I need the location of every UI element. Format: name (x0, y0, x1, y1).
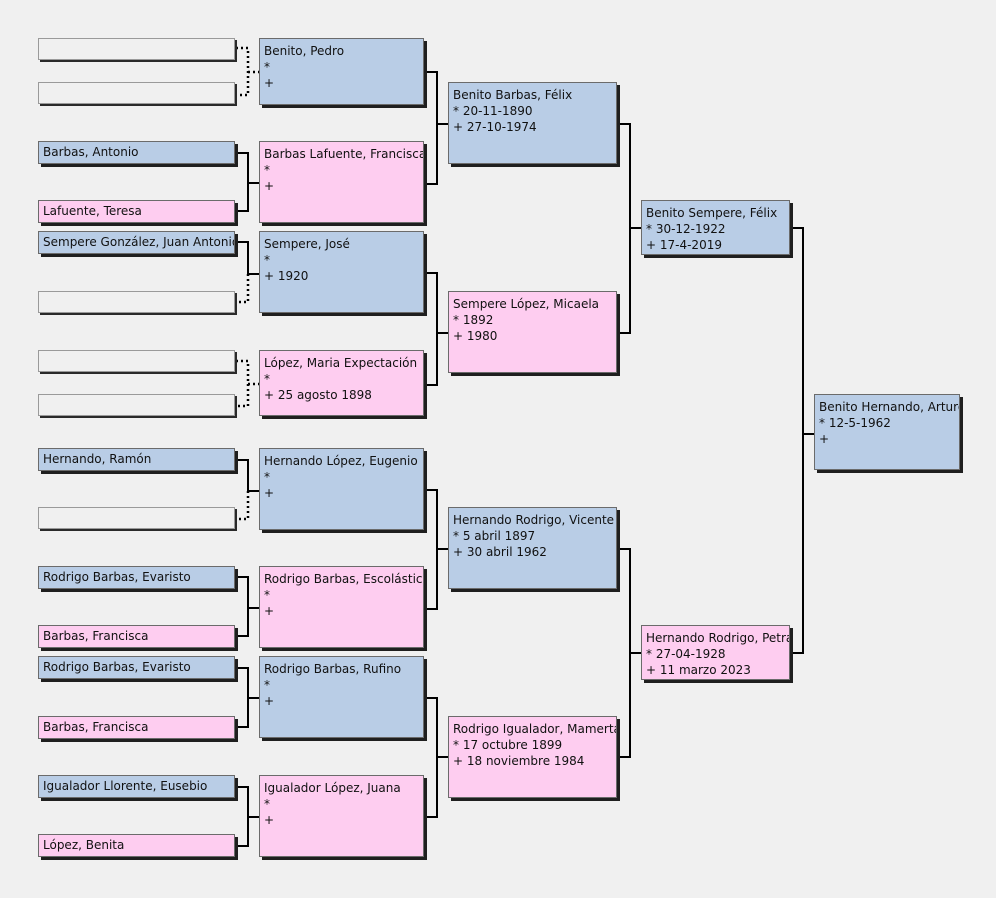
ancestor-box[interactable]: Sempere González, Juan Antonio (38, 231, 235, 254)
person-box-great-grandparent[interactable]: Barbas Lafuente, Francisca * + (259, 141, 424, 223)
empty-ancestor-slot[interactable] (38, 38, 235, 60)
person-name: Igualador López, Juana (264, 781, 401, 795)
person-death: + 11 marzo 2023 (646, 663, 751, 677)
person-box-grandparent[interactable]: Hernando Rodrigo, Vicente * 5 abril 1897… (448, 507, 617, 589)
person-name: Benito Hernando, Arturo (819, 400, 960, 414)
person-name: López, Benita (43, 838, 125, 852)
person-name: Hernando López, Eugenio (264, 454, 418, 468)
person-name: Benito, Pedro (264, 44, 345, 58)
person-name: Hernando Rodrigo, Vicente (453, 513, 615, 527)
person-death: + (264, 813, 275, 827)
person-box-grandparent[interactable]: Benito Barbas, Félix * 20-11-1890 + 27-1… (448, 82, 617, 164)
person-box-father[interactable]: Benito Sempere, Félix * 30-12-1922 + 17-… (641, 200, 790, 255)
person-death: + (264, 486, 275, 500)
person-death: + (264, 179, 275, 193)
ancestor-box[interactable]: Barbas, Francisca (38, 716, 235, 739)
empty-ancestor-slot[interactable] (38, 507, 235, 529)
person-name: Barbas, Francisca (43, 629, 149, 643)
empty-ancestor-slot[interactable] (38, 350, 235, 372)
person-name: Sempere, José (264, 237, 350, 251)
person-box-grandparent[interactable]: Sempere López, Micaela * 1892 + 1980 (448, 291, 617, 373)
person-name: Barbas Lafuente, Francisca (264, 147, 424, 161)
ancestor-box[interactable]: Rodrigo Barbas, Evaristo (38, 566, 235, 589)
person-birth: * (264, 163, 270, 177)
person-name: Lafuente, Teresa (43, 204, 142, 218)
person-birth: * (264, 253, 270, 267)
person-death: + (264, 694, 275, 708)
person-death: + 18 noviembre 1984 (453, 754, 585, 768)
person-death: + (264, 76, 275, 90)
person-box-great-grandparent[interactable]: Rodrigo Barbas, Rufino * + (259, 656, 424, 738)
person-name: López, Maria Expectación (264, 356, 418, 370)
ancestor-box[interactable]: Hernando, Ramón (38, 448, 235, 471)
person-name: Rodrigo Barbas, Evaristo (43, 570, 191, 584)
ancestor-box[interactable]: Lafuente, Teresa (38, 200, 235, 223)
person-box-root[interactable]: Benito Hernando, Arturo * 12-5-1962 + (814, 394, 960, 470)
empty-ancestor-slot[interactable] (38, 394, 235, 416)
person-birth: * 5 abril 1897 (453, 529, 536, 543)
ancestor-box[interactable]: Barbas, Francisca (38, 625, 235, 648)
person-name: Igualador Llorente, Eusebio (43, 779, 208, 793)
empty-ancestor-slot[interactable] (38, 82, 235, 104)
person-death: + (819, 432, 830, 446)
person-birth: * 12-5-1962 (819, 416, 891, 430)
person-name: Rodrigo Igualador, Mamerta (453, 722, 617, 736)
person-name: Sempere López, Micaela (453, 297, 600, 311)
person-birth: * 20-11-1890 (453, 104, 533, 118)
person-name: Hernando, Ramón (43, 452, 152, 466)
person-box-grandparent[interactable]: Rodrigo Igualador, Mamerta * 17 octubre … (448, 716, 617, 798)
ancestor-box[interactable]: López, Benita (38, 834, 235, 857)
person-box-mother[interactable]: Hernando Rodrigo, Petra * 27-04-1928 + 1… (641, 625, 790, 680)
person-birth: * (264, 797, 270, 811)
person-box-great-grandparent[interactable]: López, Maria Expectación * + 25 agosto 1… (259, 350, 424, 416)
person-death: + 25 agosto 1898 (264, 388, 372, 402)
person-death: + (264, 604, 275, 618)
person-birth: * (264, 372, 270, 386)
person-death: + 1920 (264, 269, 309, 283)
person-box-great-grandparent[interactable]: Hernando López, Eugenio * + (259, 448, 424, 530)
person-birth: * (264, 470, 270, 484)
person-name: Benito Sempere, Félix (646, 206, 778, 220)
person-birth: * (264, 678, 270, 692)
person-death: + 1980 (453, 329, 498, 343)
person-box-great-grandparent[interactable]: Igualador López, Juana * + (259, 775, 424, 857)
person-name: Barbas, Antonio (43, 145, 139, 159)
person-name: Rodrigo Barbas, Escolástica (264, 572, 424, 586)
person-birth: * (264, 588, 270, 602)
person-birth: * 30-12-1922 (646, 222, 726, 236)
person-name: Rodrigo Barbas, Rufino (264, 662, 402, 676)
person-name: Hernando Rodrigo, Petra (646, 631, 790, 645)
ancestor-box[interactable]: Barbas, Antonio (38, 141, 235, 164)
person-death: + 30 abril 1962 (453, 545, 547, 559)
person-box-great-grandparent[interactable]: Sempere, José * + 1920 (259, 231, 424, 313)
person-birth: * (264, 60, 270, 74)
person-death: + 27-10-1974 (453, 120, 537, 134)
person-name: Barbas, Francisca (43, 720, 149, 734)
person-name: Sempere González, Juan Antonio (43, 235, 235, 249)
person-birth: * 17 octubre 1899 (453, 738, 563, 752)
person-box-great-grandparent[interactable]: Rodrigo Barbas, Escolástica * + (259, 566, 424, 648)
ancestor-box[interactable]: Igualador Llorente, Eusebio (38, 775, 235, 798)
person-name: Benito Barbas, Félix (453, 88, 573, 102)
ancestor-box[interactable]: Rodrigo Barbas, Evaristo (38, 656, 235, 679)
person-death: + 17-4-2019 (646, 238, 722, 252)
empty-ancestor-slot[interactable] (38, 291, 235, 313)
person-box-great-grandparent[interactable]: Benito, Pedro * + (259, 38, 424, 105)
person-birth: * 27-04-1928 (646, 647, 726, 661)
person-birth: * 1892 (453, 313, 494, 327)
person-name: Rodrigo Barbas, Evaristo (43, 660, 191, 674)
